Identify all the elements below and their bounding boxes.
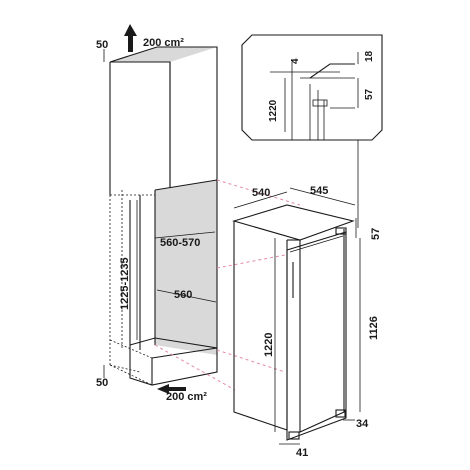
top-50-label: 50 <box>96 39 108 51</box>
appliance-width-label: 540 <box>252 187 270 199</box>
detail-4-label: 4 <box>290 58 301 64</box>
niche-width-dim-line <box>156 289 217 303</box>
appliance-drawing <box>232 204 355 441</box>
appliance-depth-label: 545 <box>310 185 328 197</box>
foot-41-label: 41 <box>296 447 308 459</box>
bottom-vent-label: 200 cm² <box>166 391 207 403</box>
appliance-width-dim-line <box>233 191 288 209</box>
appliance-depth-dim-line <box>289 187 356 206</box>
niche-depth-dim-line <box>154 231 216 239</box>
appliance-top-57-label: 57 <box>370 228 382 240</box>
detail-1220-label: 1220 <box>268 99 279 122</box>
foot-34-label: 34 <box>356 418 369 430</box>
appliance-height-label: 1220 <box>263 333 275 357</box>
detail-57-label: 57 <box>364 88 375 100</box>
cabinet-drawing <box>109 46 301 391</box>
niche-height-label: 1225-1235 <box>119 257 131 310</box>
top-vent-label: 200 cm² <box>143 37 184 49</box>
top-vent-arrow-icon <box>124 24 137 52</box>
niche-depth-label: 560-570 <box>160 237 200 249</box>
bottom-50-label: 50 <box>96 377 108 389</box>
niche-width-label: 560 <box>174 289 192 301</box>
detail-18-label: 18 <box>364 50 375 62</box>
bottom-vent-arrow-icon <box>157 384 186 394</box>
detail-inset <box>241 34 383 228</box>
door-height-label: 1126 <box>368 316 380 340</box>
